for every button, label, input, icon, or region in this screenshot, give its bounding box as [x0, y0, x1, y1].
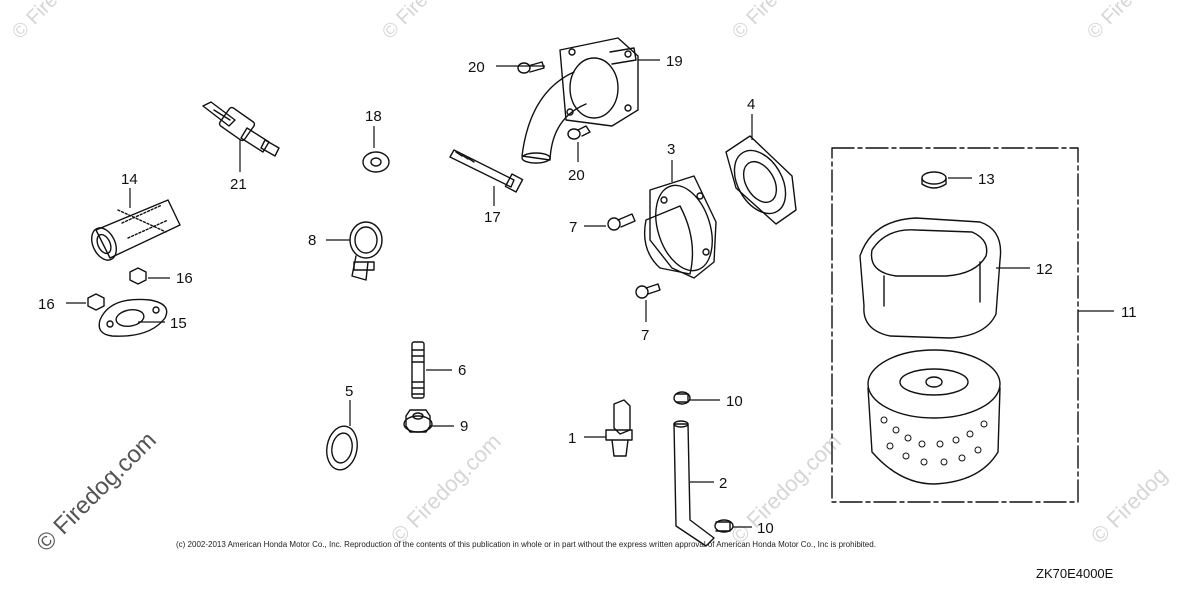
exhaust-gasket	[98, 298, 168, 337]
screw-7-upper	[607, 213, 636, 231]
tube-clip-upper	[673, 391, 691, 405]
callout-1: 1	[568, 430, 576, 447]
diagram-code: ZK70E4000E	[1036, 566, 1114, 581]
washer	[362, 151, 390, 173]
callout-14: 14	[121, 171, 138, 188]
watermark-center: © Firedog.com	[386, 429, 506, 549]
screw-lower	[567, 125, 591, 140]
callout-18: 18	[365, 108, 382, 125]
screw-7-lower	[635, 283, 661, 299]
watermark-center: © Firedog.com	[726, 429, 846, 549]
spark-plug	[202, 101, 280, 157]
nut-lower	[87, 293, 105, 311]
callout-21: 21	[230, 176, 247, 193]
callout-15: 15	[170, 315, 187, 332]
paper-element	[867, 349, 1001, 485]
callout-8: 8	[308, 232, 316, 249]
screw-upper	[517, 61, 545, 74]
gasket-5	[326, 425, 358, 471]
callout-6: 6	[458, 362, 466, 379]
air-cleaner-element-group-box	[831, 147, 1079, 503]
callout-17: 17	[484, 209, 501, 226]
callout-7a: 7	[569, 219, 577, 236]
flange-nut	[403, 409, 433, 433]
watermark-corner: © Firedog	[378, 0, 456, 44]
callout-5: 5	[345, 383, 353, 400]
stud-bolt	[411, 341, 425, 399]
breather-tube-2	[673, 420, 715, 547]
watermark-corner: © Firedog	[8, 0, 86, 44]
callout-12: 12	[1036, 261, 1053, 278]
watermark-corner: © Firedog	[728, 0, 806, 44]
breather-tube	[521, 37, 639, 164]
callout-9: 9	[460, 418, 468, 435]
spark-arrester-screen	[91, 199, 181, 261]
callout-16b: 16	[38, 296, 55, 313]
watermark-main: © Firedog.com	[31, 427, 162, 558]
callout-16a: 16	[176, 270, 193, 287]
tube-clip-lower	[714, 519, 734, 533]
air-cleaner-elbow	[643, 175, 717, 279]
long-bolt	[449, 149, 524, 193]
copyright-notice: (c) 2002-2013 American Honda Motor Co., …	[176, 540, 876, 549]
foam-element	[859, 217, 1002, 339]
breather-joint	[605, 399, 633, 457]
callout-13: 13	[978, 171, 995, 188]
callout-19: 19	[666, 53, 683, 70]
callout-4: 4	[747, 96, 755, 113]
callout-7b: 7	[641, 327, 649, 344]
callout-11: 11	[1121, 304, 1137, 321]
watermark-corner: © Firedog	[1083, 0, 1161, 44]
callout-10a: 10	[726, 393, 743, 410]
callout-2: 2	[719, 475, 727, 492]
hose-clamp	[349, 221, 383, 281]
air-cleaner-gasket	[725, 135, 797, 225]
callout-10b: 10	[757, 520, 774, 537]
callout-20a: 20	[468, 59, 485, 76]
callout-3: 3	[667, 141, 675, 158]
callout-labels: 21 14 16 16 15 8 18 17 20 20 19 3 4 7 7 …	[38, 53, 1137, 537]
watermark-corner: © Firedog	[1086, 462, 1172, 548]
nut-upper	[129, 267, 147, 285]
callout-20b: 20	[568, 167, 585, 184]
grommet	[921, 171, 947, 189]
leader-lines	[66, 59, 1114, 528]
